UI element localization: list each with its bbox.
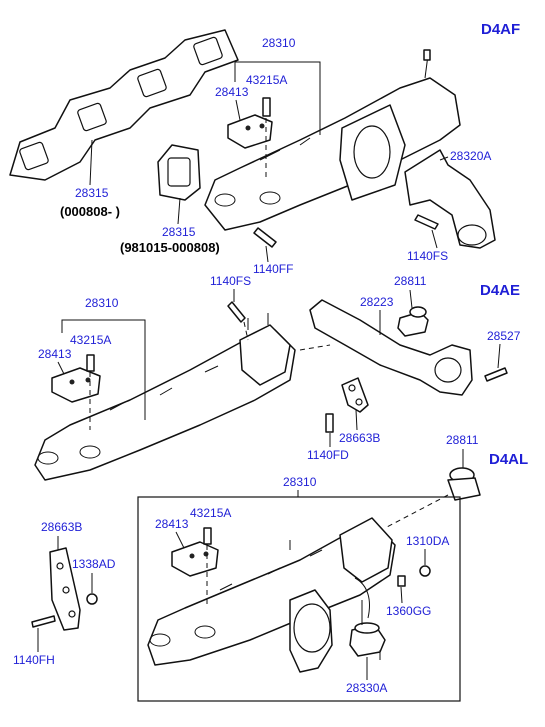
label-manifold-d4al: 28310 [283, 475, 317, 489]
leader-plug-d4ae [409, 289, 413, 309]
actuator-d4al [349, 577, 386, 660]
label-bolt-fd-d4ae: 1140FD [307, 448, 349, 462]
label-bracket-d4al: 28663B [41, 520, 82, 534]
leader-gasket-a-d4af [89, 139, 93, 186]
manifold-d4ae [34, 313, 296, 481]
leader-bracket-d4ae [355, 409, 358, 431]
elbow-d4af [404, 149, 496, 249]
gasket-single-d4af [157, 144, 201, 201]
stud-d4af [262, 97, 271, 180]
leader-plate-d4af [235, 99, 241, 121]
label-bolt-fs-d4ae: 1140FS [210, 274, 251, 288]
bracket-d4ae [341, 377, 369, 413]
gasket-chain-d4af [9, 29, 239, 181]
leader-clip-d4al [400, 586, 403, 604]
bolt-elbow-d4ae [484, 367, 508, 382]
label-nut-da-d4al: 1310DA [406, 534, 449, 548]
label-actuator-d4al: 28330A [346, 681, 387, 695]
bolt-fd-d4ae [325, 413, 334, 433]
bolt-fh-d4al [31, 615, 56, 628]
section-d4ae: D4AE [34, 274, 521, 481]
plate-d4ae [51, 367, 101, 403]
plate-d4af [227, 114, 273, 149]
label-manifold-d4ae: 28310 [85, 296, 119, 310]
leader-bolt-elbow-d4ae [497, 343, 501, 369]
label-bolt-elbow-d4ae: 28527 [487, 329, 521, 343]
date-gasket-a-d4af: (000808- ) [60, 204, 120, 219]
date-gasket-b-d4af: (981015-000808) [120, 240, 220, 255]
leader-manifold-d4ae [61, 319, 146, 420]
label-stud-d4ae: 43215A [70, 333, 111, 347]
bolt-ff-d4af [253, 227, 277, 248]
clip-d4al [397, 575, 406, 587]
label-manifold-d4af: 28310 [262, 36, 296, 50]
d4al-assembly-frame [137, 496, 461, 702]
label-pipe-d4ae: 28223 [360, 295, 394, 309]
stud-d4al [203, 527, 212, 605]
leader-elbow-d4af [439, 156, 449, 161]
section-d4al: D4AL 28811 28310 [13, 433, 528, 702]
label-gasket-a-d4af: 28315 [75, 186, 109, 200]
leader-bolt-fs-d4af [431, 229, 438, 249]
plug-d4al [384, 467, 481, 529]
leader-bolt-ff-d4af [265, 245, 269, 263]
section-label-d4al: D4AL [489, 451, 528, 468]
plug-d4ae [397, 306, 429, 337]
label-bracket-d4ae: 28663B [339, 431, 380, 445]
section-label-d4af: D4AF [481, 21, 520, 38]
manifold-d4al [147, 517, 396, 673]
pipe-d4ae [299, 299, 473, 396]
label-nut-ad-d4al: 1338AD [72, 557, 116, 571]
manifold-d4af [204, 49, 461, 231]
label-plug-d4al: 28811 [446, 433, 479, 447]
label-stud-d4af: 43215A [246, 73, 287, 87]
label-clip-d4al: 1360GG [386, 604, 431, 618]
label-plug-d4ae: 28811 [394, 274, 427, 288]
leader-manifold-d4af [234, 61, 321, 135]
bolt-fs-d4ae [227, 301, 249, 341]
section-d4af: D4AF [9, 21, 520, 276]
label-elbow-d4af: 28320A [450, 149, 491, 163]
label-stud-d4al: 43215A [190, 506, 231, 520]
plate-d4al [171, 541, 219, 577]
leader-gasket-b-d4af [177, 197, 181, 225]
bolt-fs-d4af [414, 214, 439, 230]
label-bolt-fh-d4al: 1140FH [13, 653, 55, 667]
leader-plate-d4al [175, 531, 185, 549]
nut-da-d4al [419, 565, 431, 577]
label-plate-d4ae: 28413 [38, 347, 72, 361]
leader-plate-d4ae [57, 361, 65, 375]
label-plate-d4al: 28413 [155, 517, 189, 531]
stud-d4ae [86, 354, 95, 430]
label-bolt-ff-d4af: 1140FF [253, 262, 293, 276]
label-plate-d4af: 28413 [215, 85, 249, 99]
section-label-d4ae: D4AE [480, 282, 520, 299]
bracket-d4al [49, 547, 81, 631]
label-gasket-b-d4af: 28315 [162, 225, 196, 239]
nut-ad-d4al [86, 593, 98, 605]
label-bolt-fs-d4af: 1140FS [407, 249, 448, 263]
